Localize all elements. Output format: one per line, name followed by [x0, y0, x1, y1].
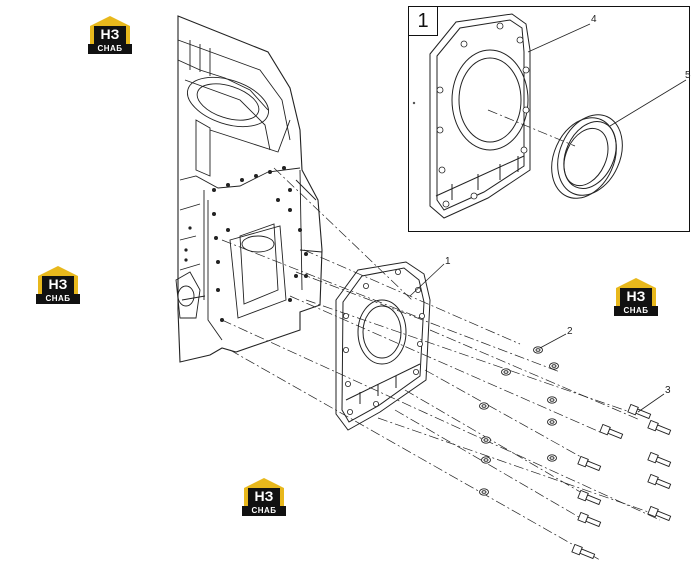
- logo-mark: НЗ: [254, 488, 274, 504]
- washers: [479, 346, 559, 496]
- watermark-logo: НЗ СНАБ: [88, 14, 132, 56]
- transmission-housing: [175, 15, 323, 363]
- logo-caption: СНАБ: [36, 294, 80, 304]
- housing-bolt-holes: [184, 166, 308, 322]
- logo-caption: СНАБ: [614, 306, 658, 316]
- callout-leaders: [409, 23, 687, 413]
- inset-label: 1: [408, 6, 438, 36]
- callout-2: 2: [567, 326, 573, 337]
- inset-oil-seal: [551, 114, 623, 199]
- assembly-lines: [221, 109, 661, 561]
- inset-frame: [408, 6, 690, 232]
- logo-house-icon: [616, 278, 656, 306]
- logo-mark: НЗ: [626, 288, 646, 304]
- callout-5: 5: [685, 70, 691, 81]
- callout-4: 4: [591, 14, 597, 25]
- inset-plate-holes: [436, 22, 530, 208]
- logo-house-icon: [244, 478, 284, 506]
- callout-3: 3: [665, 385, 671, 396]
- logo-house-icon: [38, 266, 78, 294]
- inset-cover-plate: [429, 13, 531, 219]
- logo-caption: СНАБ: [88, 44, 132, 54]
- logo-mark: НЗ: [100, 26, 120, 42]
- watermark-logo: НЗ СНАБ: [614, 276, 658, 318]
- watermark-logo: НЗ СНАБ: [36, 264, 80, 306]
- watermark-logo: НЗ СНАБ: [242, 476, 286, 518]
- rear-cover-plate: [335, 261, 431, 431]
- logo-caption: СНАБ: [242, 506, 286, 516]
- cover-plate-holes: [342, 268, 425, 415]
- bolts: [571, 403, 672, 560]
- inset-small-marks: [412, 101, 416, 105]
- logo-house-icon: [90, 16, 130, 44]
- logo-mark: НЗ: [48, 276, 68, 292]
- callout-1: 1: [445, 256, 451, 267]
